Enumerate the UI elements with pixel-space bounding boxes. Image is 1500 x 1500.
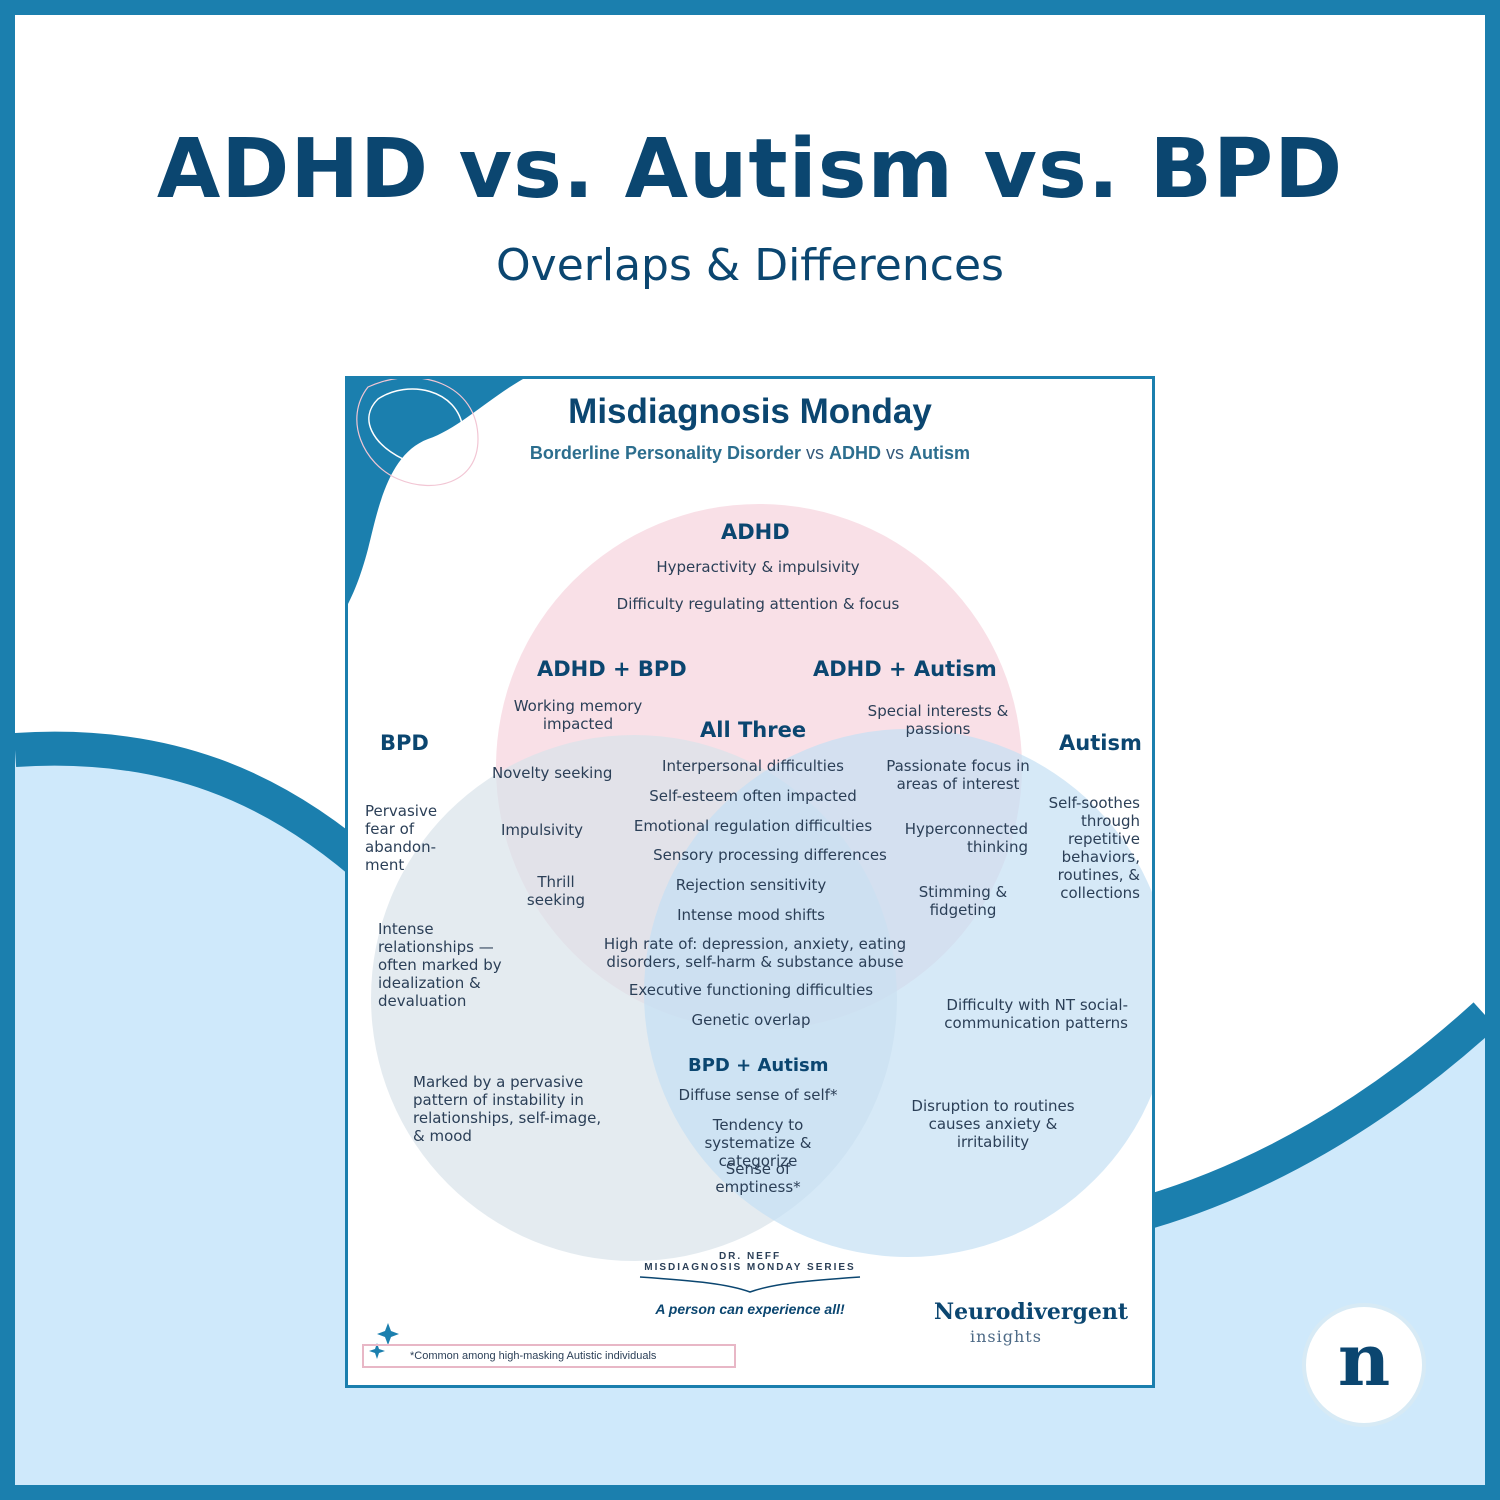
bpd-autism-item: Sense of emptiness* [715,1160,801,1196]
corner-contour-1 [368,388,465,467]
all-three-item: Executive functioning difficulties [628,981,874,999]
subtitle-vs-2: vs [881,443,910,463]
all-three-item: Sensory processing differences [653,846,887,864]
adhd-item: Hyperactivity & impulsivity [656,558,860,576]
all-three-item: Interpersonal difficulties [662,757,844,775]
subtitle-autism: Autism [909,443,971,463]
card-title: Misdiagnosis Monday [568,392,932,431]
bpd-autism-item: Tendency to systematize & categorize [704,1116,812,1170]
adhd-bpd-item: Working memory impacted [513,697,643,733]
adhd-autism-item: Special interests & passions [867,702,1009,738]
subtitle-adhd: ADHD [829,443,882,463]
all-three-label: All Three [700,718,807,742]
adhd-bpd-label: ADHD + BPD [537,657,687,681]
brand-subname: insights [970,1327,1042,1346]
series-title: MISDIAGNOSIS MONDAY SERIES [644,1262,856,1273]
footnote: *Common among high-masking Autistic indi… [362,1344,736,1368]
adhd-autism-item: Hyperconnected thinking [904,820,1028,856]
all-three-item: Intense mood shifts [677,906,825,924]
adhd-bpd-item: Thrill seeking [526,873,586,909]
series-tagline: A person can experience all! [655,1301,845,1317]
adhd-bpd-item: Impulsivity [501,821,584,839]
bpd-item: Pervasive fear of abandon-ment [365,802,438,874]
all-three-item: High rate of: depression, anxiety, eatin… [603,935,907,971]
bpd-item: Intense relationships — often marked by … [378,920,502,1010]
misdiagnosis-card: Misdiagnosis Monday Borderline Personali… [345,376,1155,1388]
all-three-item: Self-esteem often impacted [649,787,857,805]
venn-diagram [348,379,1152,1293]
brand-name: Neurodivergent [934,1299,1129,1325]
bpd-autism-item: Diffuse sense of self* [678,1086,838,1104]
card-subtitle: Borderline Personality Disorder vs ADHD … [348,443,1152,464]
series-bracket [639,1276,861,1293]
adhd-label: ADHD [721,520,790,544]
neurodivergent-insights-logo: n [1302,1303,1426,1427]
corner-contour-2 [356,379,479,487]
corner-blob [348,379,523,604]
autism-item: Disruption to routines causes anxiety & … [911,1097,1075,1151]
adhd-item: Difficulty regulating attention & focus [616,595,900,613]
adhd-autism-item: Stimming & fidgeting [918,883,1008,919]
adhd-autism-label: ADHD + Autism [813,657,997,681]
autism-label: Autism [1059,731,1142,755]
bpd-item: Marked by a pervasive pattern of instabi… [413,1073,602,1145]
series-name: DR. NEFF MISDIAGNOSIS MONDAY SERIES [348,1251,1152,1273]
adhd-bpd-item: Novelty seeking [492,764,613,782]
subtitle-vs-1: vs [801,443,830,463]
series-author: DR. NEFF [718,1251,782,1262]
autism-circle [644,729,1152,1257]
page-subtitle: Overlaps & Differences [496,240,1004,291]
adhd-autism-item: Passionate focus in areas of interest [886,757,1030,793]
all-three-item: Rejection sensitivity [675,876,827,894]
bpd-label: BPD [380,731,429,755]
bpd-autism-label: BPD + Autism [688,1055,829,1076]
all-three-item: Genetic overlap [691,1011,811,1029]
subtitle-bpd: Borderline Personality Disorder [529,443,802,463]
sparkle-icon [369,1323,399,1359]
autism-item: Difficulty with NT social-communication … [944,996,1128,1032]
autism-item: Self-soothes through repetitive behavior… [1048,794,1140,902]
all-three-item: Emotional regulation difficulties [633,817,873,835]
page-title: ADHD vs. Autism vs. BPD [156,122,1344,217]
logo-letter: n [1337,1317,1391,1402]
